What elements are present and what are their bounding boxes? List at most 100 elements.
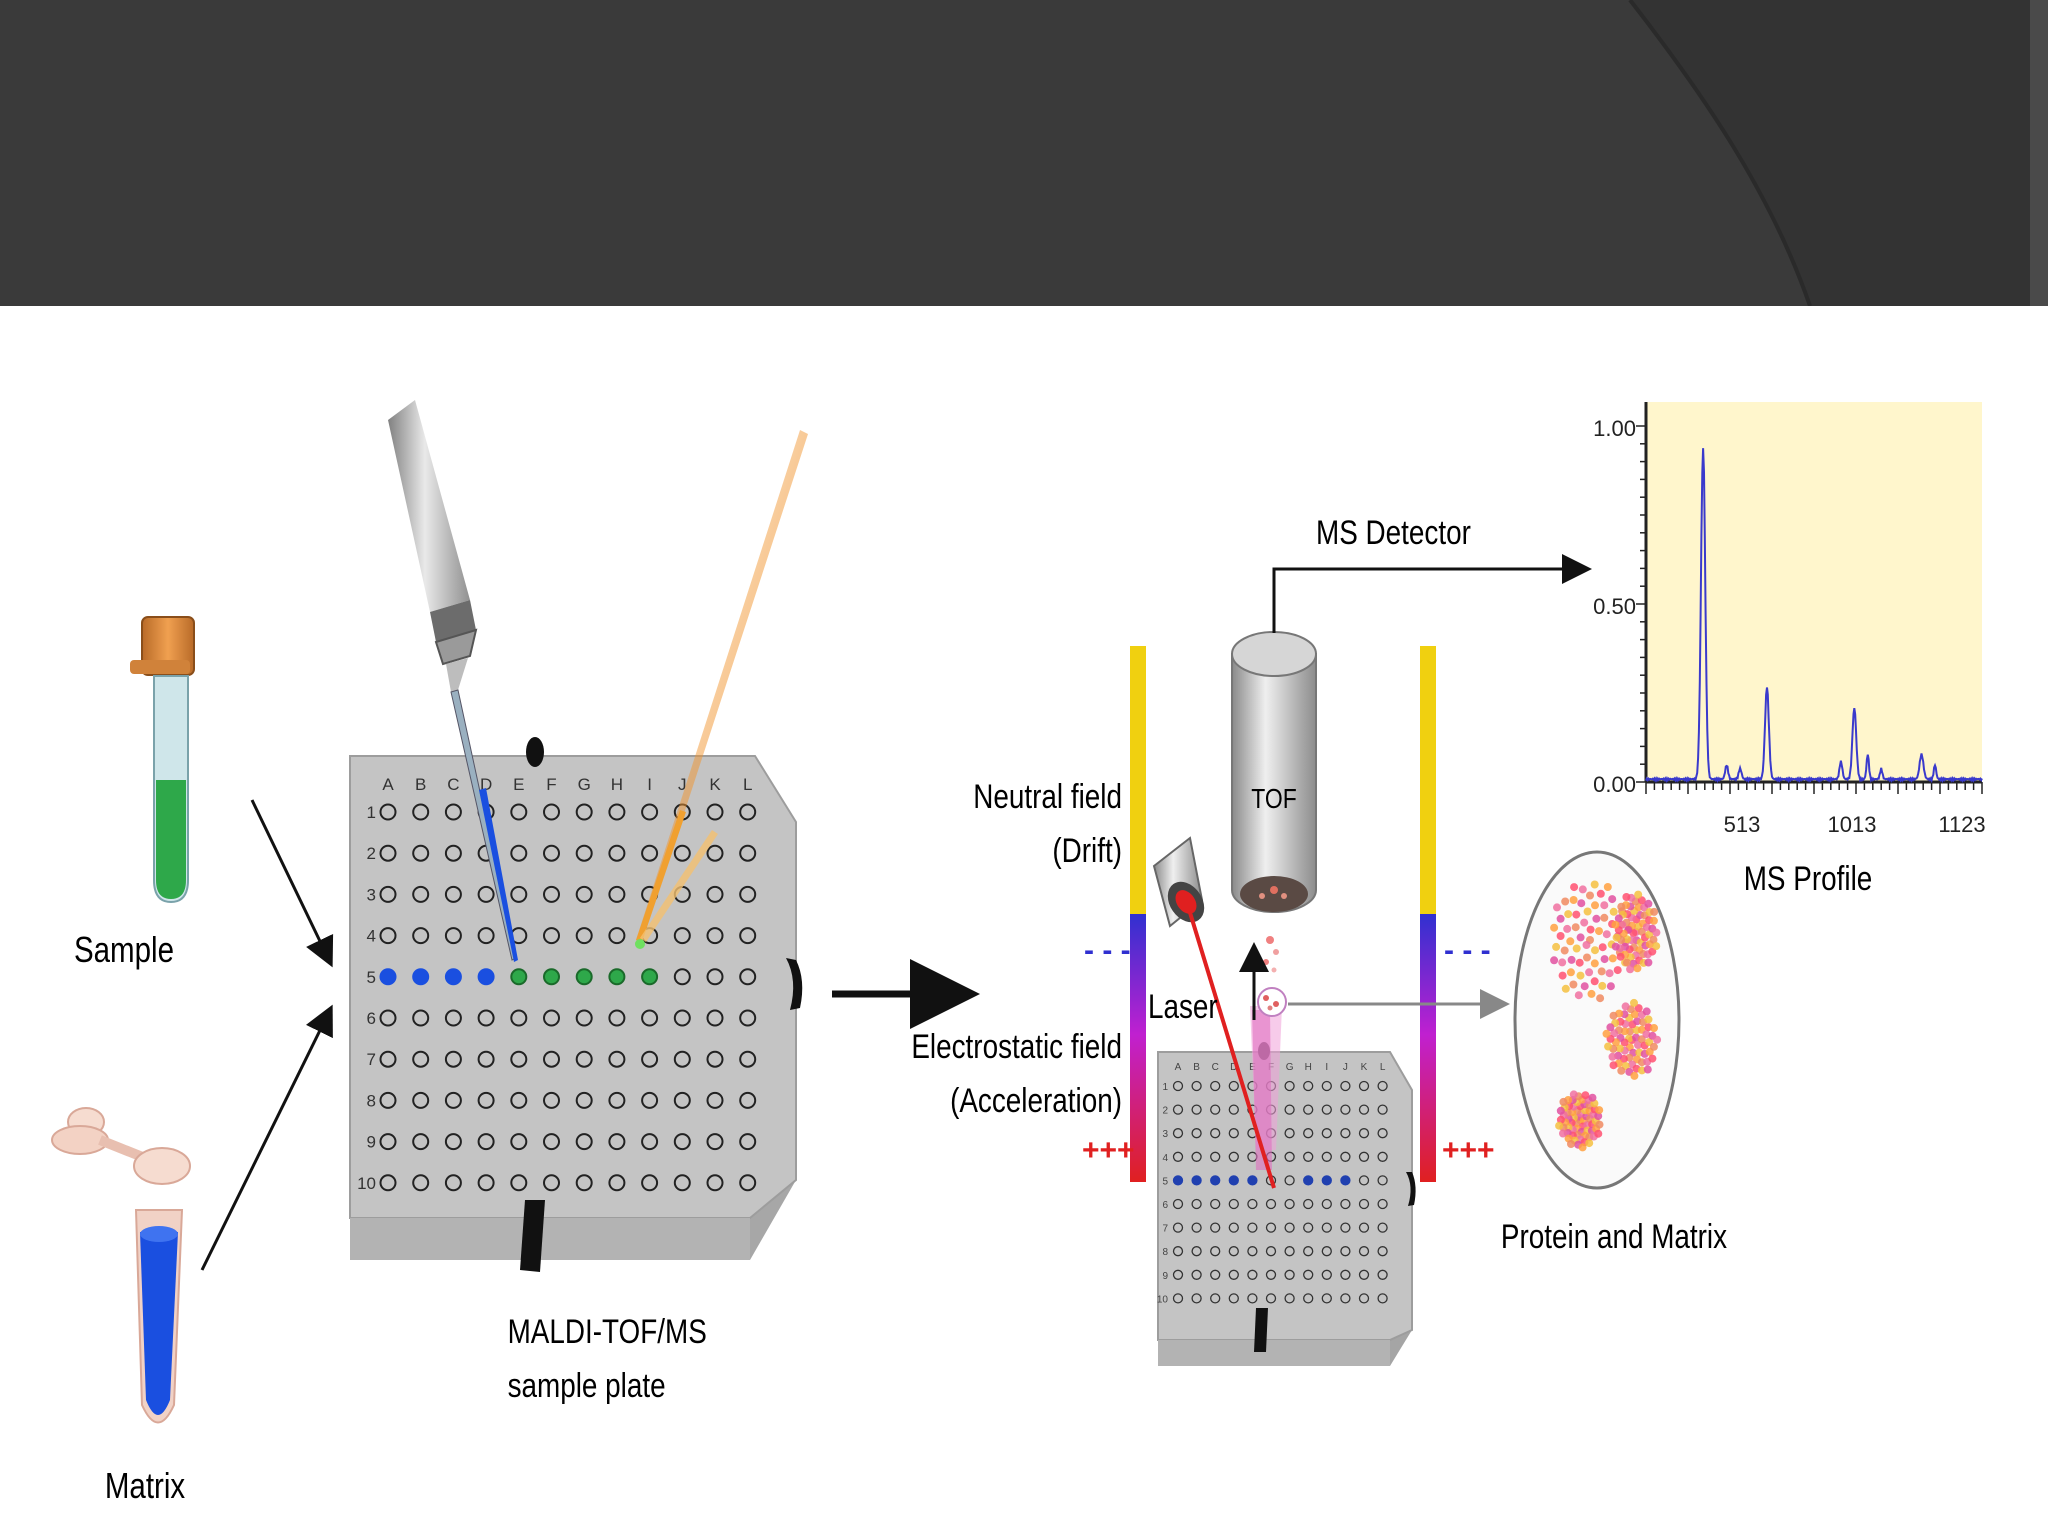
small-plate-well bbox=[1172, 1269, 1184, 1280]
plate-well bbox=[543, 968, 560, 986]
protein-particle bbox=[1580, 918, 1589, 927]
small-plate-well bbox=[1265, 1269, 1277, 1280]
protein-particle bbox=[1556, 1106, 1565, 1115]
tof-tube-icon bbox=[1231, 631, 1317, 913]
plate-well bbox=[608, 1009, 626, 1027]
plate-notch-right bbox=[786, 958, 803, 1010]
protein-particle bbox=[1634, 1004, 1643, 1013]
small-plate-well bbox=[1284, 1269, 1295, 1280]
protein-particle bbox=[1616, 952, 1625, 961]
electrostatic-field-label-2: (Acceleration) bbox=[950, 1081, 1122, 1119]
protein-particle bbox=[1566, 937, 1575, 946]
small-plate-well bbox=[1210, 1175, 1221, 1186]
small-plate-well bbox=[1172, 1293, 1184, 1304]
protein-particle bbox=[1652, 928, 1661, 937]
plate-well bbox=[510, 1009, 528, 1027]
protein-particle bbox=[1595, 1120, 1604, 1129]
small-plate-well bbox=[1172, 1198, 1184, 1210]
protein-particle bbox=[1550, 923, 1559, 932]
plate-row-label: 10 bbox=[357, 1174, 376, 1193]
protein-particle bbox=[1622, 893, 1631, 901]
small-plate-well bbox=[1228, 1222, 1239, 1233]
protein-particle bbox=[1569, 896, 1578, 904]
small-plate-well bbox=[1358, 1175, 1370, 1186]
protein-particle bbox=[1609, 1011, 1618, 1020]
small-plate-well bbox=[1377, 1293, 1388, 1304]
small-plate-well bbox=[1284, 1175, 1295, 1186]
small-plate-well bbox=[1321, 1293, 1332, 1304]
protein-particle bbox=[1612, 933, 1621, 942]
small-plate-well bbox=[1303, 1222, 1314, 1233]
small-plate-well bbox=[1284, 1246, 1295, 1257]
small-plate-well bbox=[1321, 1175, 1332, 1186]
small-plate-well bbox=[1210, 1128, 1221, 1139]
protein-particle bbox=[1590, 959, 1599, 968]
plate-column-label: H bbox=[611, 775, 623, 794]
small-plate-well bbox=[1265, 1246, 1277, 1257]
protein-particle bbox=[1614, 914, 1623, 923]
plate-column-label: E bbox=[513, 775, 524, 794]
plate-row-label: 7 bbox=[367, 1050, 376, 1069]
protein-particle bbox=[1602, 930, 1611, 939]
plate-well bbox=[739, 1009, 757, 1027]
plate-well bbox=[477, 927, 495, 945]
plate-well bbox=[510, 844, 528, 862]
small-plate-well bbox=[1191, 1080, 1202, 1092]
plate-well bbox=[673, 844, 691, 862]
small-plate-well bbox=[1172, 1104, 1184, 1115]
small-plate-well bbox=[1191, 1222, 1202, 1233]
matrix-label: Matrix bbox=[105, 1465, 186, 1505]
plate-well bbox=[673, 1133, 691, 1151]
small-plate-well bbox=[1340, 1128, 1351, 1139]
small-plate-column-label: J bbox=[1343, 1062, 1348, 1073]
plate-well bbox=[739, 1174, 757, 1192]
small-plate-well bbox=[1284, 1128, 1295, 1139]
protein-particle bbox=[1613, 966, 1622, 975]
plate-well bbox=[641, 1050, 659, 1068]
plate-well bbox=[739, 1133, 757, 1151]
y-tick-label-bottom: 0.00 bbox=[1593, 772, 1636, 797]
plate-well bbox=[706, 844, 724, 862]
plate-well bbox=[444, 803, 462, 821]
protein-particle bbox=[1642, 1007, 1651, 1016]
plate-well bbox=[510, 1174, 528, 1192]
small-plate-well bbox=[1321, 1151, 1332, 1162]
plate-column-label: G bbox=[578, 775, 591, 794]
protein-particle bbox=[1644, 958, 1653, 967]
small-plate-well bbox=[1340, 1175, 1351, 1186]
small-plate-well bbox=[1247, 1269, 1258, 1280]
plate-row-label: 8 bbox=[367, 1091, 376, 1110]
small-plate-well bbox=[1172, 1080, 1184, 1092]
protein-particle bbox=[1642, 1030, 1651, 1039]
plate-well bbox=[379, 844, 397, 862]
protein-particle bbox=[1617, 1066, 1626, 1075]
small-plate-row-label: 7 bbox=[1162, 1224, 1168, 1235]
plate-well bbox=[444, 1174, 462, 1192]
sample-label: Sample bbox=[74, 929, 174, 969]
small-plate-well bbox=[1228, 1151, 1239, 1162]
protein-particle bbox=[1586, 891, 1594, 900]
matrix-to-plate-arrow bbox=[200, 1004, 333, 1271]
plate-well bbox=[543, 1050, 560, 1068]
protein-particle bbox=[1611, 942, 1620, 951]
protein-particle bbox=[1615, 1044, 1624, 1053]
ms-spectrum-line bbox=[1645, 448, 1983, 784]
protein-particle bbox=[1594, 1112, 1603, 1121]
small-plate-well bbox=[1321, 1198, 1332, 1210]
small-plate-well bbox=[1228, 1293, 1239, 1304]
multichannel-tip-icon bbox=[635, 430, 808, 949]
plate-well bbox=[608, 803, 626, 821]
protein-particle bbox=[1609, 1061, 1618, 1070]
protein-particle bbox=[1598, 981, 1607, 990]
left-neutral-field-bar bbox=[1130, 646, 1146, 914]
plate-well bbox=[739, 885, 757, 903]
small-plate-well bbox=[1284, 1104, 1295, 1115]
plate-well bbox=[543, 927, 560, 945]
plate-row-label: 2 bbox=[367, 844, 376, 863]
small-plate-well bbox=[1172, 1222, 1184, 1233]
small-plate-well bbox=[1303, 1175, 1314, 1186]
small-plate-well bbox=[1247, 1175, 1258, 1186]
plate-well bbox=[641, 844, 659, 862]
protein-particle bbox=[1608, 1052, 1617, 1061]
protein-particle bbox=[1648, 1054, 1657, 1063]
